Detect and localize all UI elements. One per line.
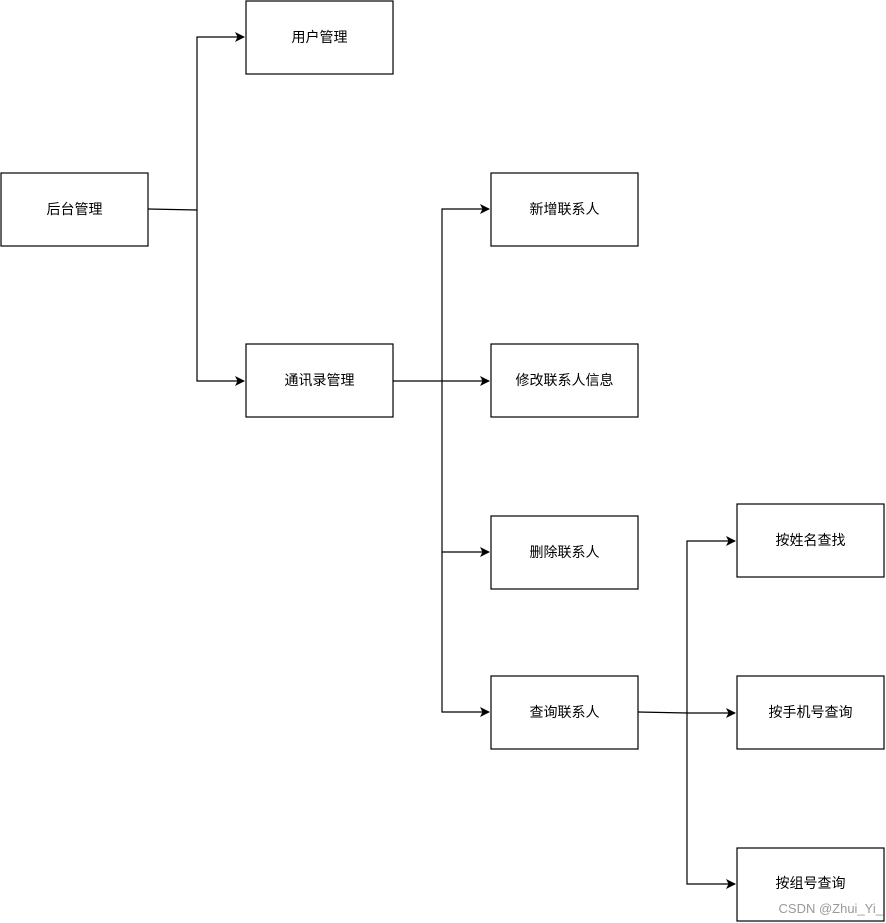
edges bbox=[147, 32, 736, 889]
node-contacts-management-label: 通讯录管理 bbox=[285, 373, 355, 389]
node-edit-contact: 修改联系人信息 bbox=[490, 343, 639, 418]
node-query-contact-label: 查询联系人 bbox=[530, 705, 600, 721]
node-user-management: 用户管理 bbox=[245, 0, 394, 75]
node-query-by-phone-label: 按手机号查询 bbox=[769, 705, 853, 721]
node-contacts-management: 通讯录管理 bbox=[245, 343, 394, 418]
edge-root-to-user-mgmt bbox=[147, 32, 245, 211]
edge-contacts-to-add bbox=[441, 204, 490, 381]
watermark-text: CSDN @Zhui_Yi_ bbox=[779, 901, 884, 916]
node-add-contact: 新增联系人 bbox=[490, 172, 639, 247]
edge-contacts-to-query bbox=[441, 552, 490, 717]
node-query-by-phone: 按手机号查询 bbox=[736, 675, 885, 750]
node-query-by-name: 按姓名查找 bbox=[736, 503, 885, 578]
node-delete-contact: 删除联系人 bbox=[490, 515, 639, 590]
node-delete-contact-label: 删除联系人 bbox=[530, 545, 600, 561]
edge-query-to-group bbox=[686, 713, 736, 889]
node-edit-contact-label: 修改联系人信息 bbox=[516, 372, 614, 389]
node-user-management-label: 用户管理 bbox=[292, 29, 348, 46]
node-root: 后台管理 bbox=[0, 172, 149, 247]
node-query-by-group: 按组号查询 bbox=[736, 847, 885, 922]
node-root-label: 后台管理 bbox=[47, 202, 103, 218]
node-query-by-group-label: 按组号查询 bbox=[776, 876, 846, 892]
node-add-contact-label: 新增联系人 bbox=[530, 202, 600, 218]
edge-contacts-to-delete bbox=[441, 381, 490, 557]
edge-root-to-contacts-mgmt bbox=[196, 210, 245, 386]
node-query-contact: 查询联系人 bbox=[490, 675, 639, 750]
edge-query-to-name bbox=[686, 536, 736, 713]
node-query-by-name-label: 按姓名查找 bbox=[776, 533, 846, 549]
